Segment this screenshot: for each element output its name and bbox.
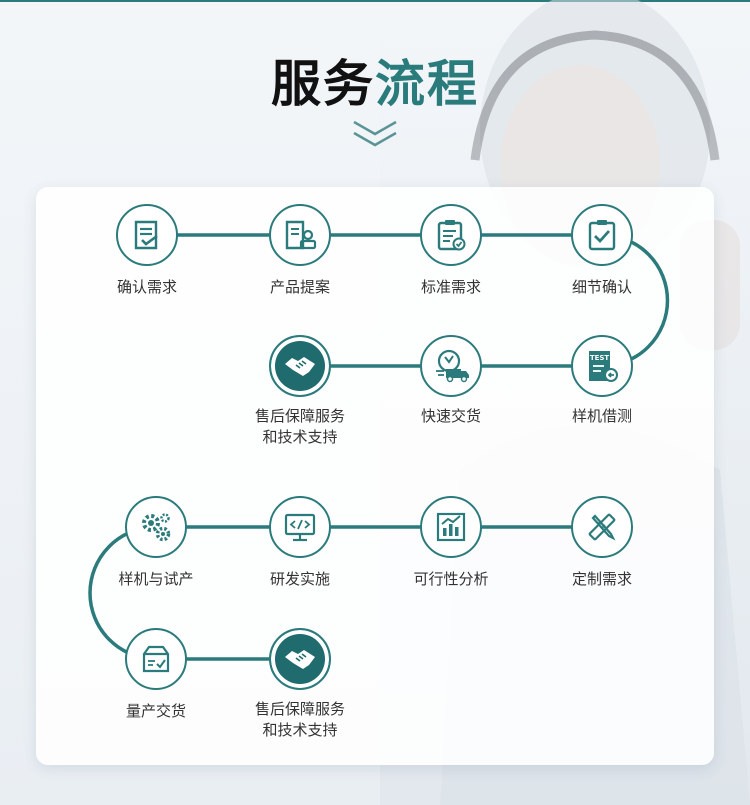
step-label: 样机借测 [571,407,632,425]
step-label: 细节确认 [571,278,632,296]
step-fast-delivery [420,335,482,397]
handshake-icon [285,357,315,376]
step-label: 快速交货 [420,407,481,425]
page-title: 服务流程 [271,55,479,113]
step-after-sales-support [269,335,331,397]
step-sample-loan-test: TEST [571,335,633,397]
step-label: 产品提案 [269,278,330,296]
step-detail-confirm [571,204,633,266]
step-after-sales-support-2 [269,628,331,690]
step-confirm-needs [116,204,178,266]
step-mass-production-delivery [125,628,187,690]
step-standard-needs [420,204,482,266]
step-label: 售后保障服务和技术支持 [254,407,345,446]
step-label: 售后保障服务和技术支持 [254,700,345,739]
step-custom-needs [571,496,633,558]
clipboard-list-icon [437,220,466,251]
delivery-truck-icon [436,349,469,383]
step-product-proposal [269,204,331,266]
svg-text:TEST: TEST [590,354,610,362]
clipboard-check-icon [588,220,616,251]
step-sample-trial-production [125,496,187,558]
gears-icon [142,513,171,542]
step-label: 确认需求 [116,278,177,296]
step-label: 可行性分析 [413,570,489,588]
top-accent-line [0,0,750,2]
step-label: 定制需求 [571,570,632,588]
step-label: 量产交货 [125,702,186,720]
code-monitor-icon [284,513,316,542]
step-label: 样机与试产 [118,570,194,588]
handshake-icon [285,650,315,669]
step-rd-implementation [269,496,331,558]
checklist-icon [134,220,158,250]
bar-chart-icon [436,512,466,542]
test-document-icon: TEST [589,351,618,382]
process-card: 确认需求 产品提案 标准需求 [36,187,714,765]
step-label: 标准需求 [420,278,481,296]
package-box-icon [142,645,170,673]
chevron-down-icon [353,120,397,147]
step-label: 研发实施 [269,570,330,588]
document-stamp-icon [285,220,317,250]
step-feasibility-analysis [420,496,482,558]
pencil-ruler-icon [588,513,616,541]
